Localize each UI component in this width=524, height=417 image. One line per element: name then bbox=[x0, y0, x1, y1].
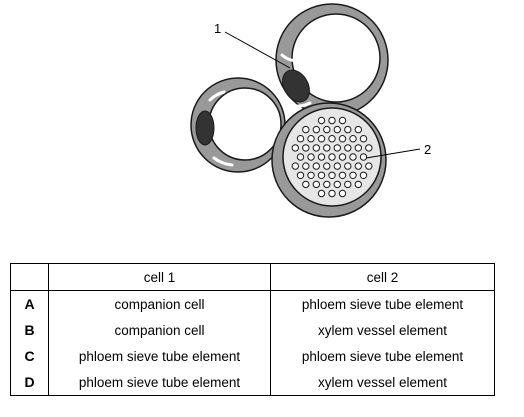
pit-circle bbox=[317, 171, 326, 180]
pit-circle bbox=[302, 180, 310, 189]
header-key bbox=[10, 263, 49, 291]
pit-circle bbox=[359, 153, 368, 161]
top-cell-lumen bbox=[291, 13, 381, 103]
pit-circle bbox=[344, 180, 352, 189]
pit-circle bbox=[349, 171, 357, 180]
row-key: D bbox=[10, 369, 49, 396]
pit-circle bbox=[291, 162, 299, 170]
left-cell bbox=[190, 77, 286, 173]
pit-circle bbox=[354, 144, 362, 152]
row-cell-1: phloem sieve tube element bbox=[48, 369, 271, 396]
pit-circle bbox=[333, 144, 341, 152]
top-cell-cytoplasm-strand bbox=[280, 53, 300, 62]
bottom-cell bbox=[271, 102, 387, 218]
pit-circle bbox=[359, 135, 368, 143]
pit-circle bbox=[302, 125, 310, 134]
pit-circle bbox=[328, 116, 336, 125]
pit-circle bbox=[317, 135, 326, 143]
pit-circle bbox=[338, 171, 347, 180]
pit-circle bbox=[317, 153, 326, 161]
pit-circle bbox=[302, 162, 310, 170]
pit-circle bbox=[317, 116, 326, 125]
bottom-cell-pits bbox=[291, 116, 373, 198]
pit-circle bbox=[312, 162, 320, 170]
row-cell-2: phloem sieve tube element bbox=[270, 343, 495, 369]
cell-diagram: 1 2 bbox=[190, 3, 431, 218]
row-key: C bbox=[10, 343, 49, 369]
pit-circle bbox=[349, 135, 357, 143]
pit-circle bbox=[317, 189, 326, 198]
top-cell-cytoplasm-strand bbox=[288, 101, 312, 108]
top-cell bbox=[275, 3, 389, 117]
pit-circle bbox=[296, 135, 305, 143]
header-cell-2: cell 2 bbox=[270, 263, 495, 291]
pit-circle bbox=[354, 162, 362, 170]
row-cell-1: companion cell bbox=[48, 290, 271, 317]
pit-circle bbox=[354, 180, 362, 189]
pit-circle bbox=[349, 153, 357, 161]
pit-circle bbox=[328, 171, 336, 180]
pit-circle bbox=[328, 153, 336, 161]
pit-circle bbox=[307, 171, 315, 180]
pit-circle bbox=[333, 180, 341, 189]
label-2: 2 bbox=[424, 142, 431, 157]
row-cell-1: phloem sieve tube element bbox=[48, 343, 271, 369]
pit-circle bbox=[312, 144, 320, 152]
label-1: 1 bbox=[214, 21, 221, 36]
pit-circle bbox=[307, 153, 315, 161]
row-cell-1: companion cell bbox=[48, 317, 271, 343]
pit-circle bbox=[365, 144, 373, 152]
pit-circle bbox=[365, 162, 373, 170]
row-cell-2: xylem vessel element bbox=[270, 317, 495, 343]
pit-circle bbox=[312, 125, 320, 134]
table-row: C phloem sieve tube element phloem sieve… bbox=[10, 343, 495, 369]
label-2-leader bbox=[365, 148, 421, 159]
row-cell-2: xylem vessel element bbox=[270, 369, 495, 396]
pit-circle bbox=[323, 180, 331, 189]
row-cell-2: phloem sieve tube element bbox=[270, 290, 495, 317]
header-cell-1: cell 1 bbox=[48, 263, 271, 291]
answer-table: cell 1 cell 2 A companion cell phloem si… bbox=[10, 263, 495, 396]
label-1-leader bbox=[224, 31, 291, 69]
pit-circle bbox=[328, 135, 336, 143]
pit-circle bbox=[333, 125, 341, 134]
pit-circle bbox=[302, 144, 310, 152]
top-cell-nucleus bbox=[282, 69, 310, 103]
pit-circle bbox=[291, 144, 299, 152]
left-cell-cytoplasm-strand bbox=[208, 90, 226, 102]
table-header-row: cell 1 cell 2 bbox=[10, 263, 495, 291]
row-key: A bbox=[10, 290, 49, 317]
pit-circle bbox=[296, 171, 305, 180]
pit-circle bbox=[323, 125, 331, 134]
pit-circle bbox=[333, 162, 341, 170]
pit-circle bbox=[312, 180, 320, 189]
pit-circle bbox=[344, 144, 352, 152]
left-cell-nucleus bbox=[195, 110, 215, 146]
pit-circle bbox=[344, 125, 352, 134]
left-cell-cytoplasm-strand bbox=[212, 156, 234, 167]
pit-circle bbox=[323, 162, 331, 170]
pit-circle bbox=[323, 144, 331, 152]
pit-circle bbox=[344, 162, 352, 170]
row-key: B bbox=[10, 317, 49, 343]
table-row: A companion cell phloem sieve tube eleme… bbox=[10, 290, 495, 317]
pit-circle bbox=[307, 135, 315, 143]
pit-circle bbox=[338, 189, 347, 198]
table-row: D phloem sieve tube element xylem vessel… bbox=[10, 369, 495, 396]
pit-circle bbox=[338, 153, 347, 161]
left-cell-lumen bbox=[208, 87, 282, 161]
pit-circle bbox=[296, 153, 305, 161]
pit-circle bbox=[354, 125, 362, 134]
pit-circle bbox=[328, 189, 336, 198]
pit-circle bbox=[338, 116, 347, 125]
table-row: B companion cell xylem vessel element bbox=[10, 317, 495, 343]
pit-circle bbox=[338, 135, 347, 143]
pit-circle bbox=[359, 171, 368, 180]
